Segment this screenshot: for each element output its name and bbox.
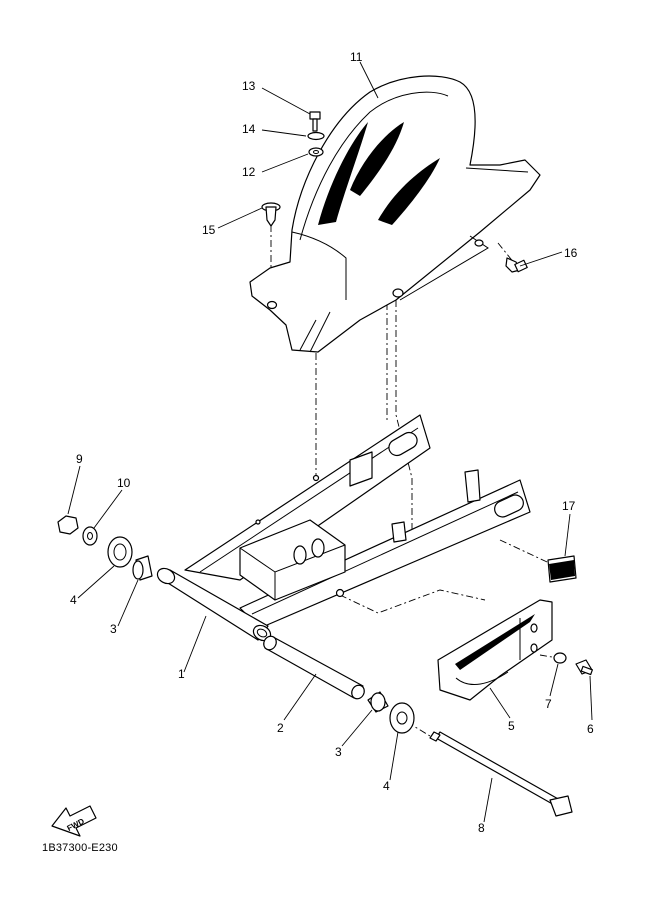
bolt-6 xyxy=(575,659,593,676)
pivot-shaft-8 xyxy=(429,731,573,817)
callout-9: 9 xyxy=(76,452,83,466)
washer-14 xyxy=(307,131,325,141)
fwd-arrow-icon: FWD xyxy=(51,805,97,837)
oil-seal-4-right xyxy=(389,702,415,734)
bearing-3-right xyxy=(367,691,389,713)
callout-15: 15 xyxy=(202,223,216,237)
callout-10: 10 xyxy=(117,476,131,490)
grommet-12 xyxy=(308,147,324,157)
callout-2: 2 xyxy=(277,721,284,735)
callout-3-left: 3 xyxy=(110,622,117,636)
callout-6: 6 xyxy=(587,722,594,736)
callout-11: 11 xyxy=(350,50,363,64)
bolt-13 xyxy=(309,111,321,132)
callout-13: 13 xyxy=(242,79,256,93)
rear-fender-hugger xyxy=(249,75,541,353)
label-17 xyxy=(547,555,577,583)
nut-9 xyxy=(57,515,79,535)
swingarm xyxy=(156,414,531,642)
callout-17: 17 xyxy=(562,499,576,513)
callout-12: 12 xyxy=(242,165,256,179)
callout-3-right: 3 xyxy=(335,745,342,759)
callout-4-left: 4 xyxy=(70,593,77,607)
callouts: 11 13 14 12 15 16 9 10 17 4 3 1 2 3 4 5 … xyxy=(70,50,594,835)
document-code: 1B37300-E230 xyxy=(42,842,118,854)
bearing-3-left xyxy=(132,555,153,581)
callout-5: 5 xyxy=(508,719,515,733)
callout-8: 8 xyxy=(478,821,485,835)
collar-2 xyxy=(263,635,365,700)
callout-4-right: 4 xyxy=(383,779,390,793)
push-rivet-15 xyxy=(261,202,281,227)
callout-16: 16 xyxy=(564,246,578,260)
chain-guard-5 xyxy=(437,599,553,701)
leader-lines xyxy=(67,61,593,823)
washer-10 xyxy=(82,526,98,546)
callout-14: 14 xyxy=(242,122,256,136)
callout-7: 7 xyxy=(545,697,552,711)
callout-1: 1 xyxy=(178,667,185,681)
collar-7 xyxy=(553,652,567,664)
oil-seal-4-left xyxy=(107,536,133,568)
